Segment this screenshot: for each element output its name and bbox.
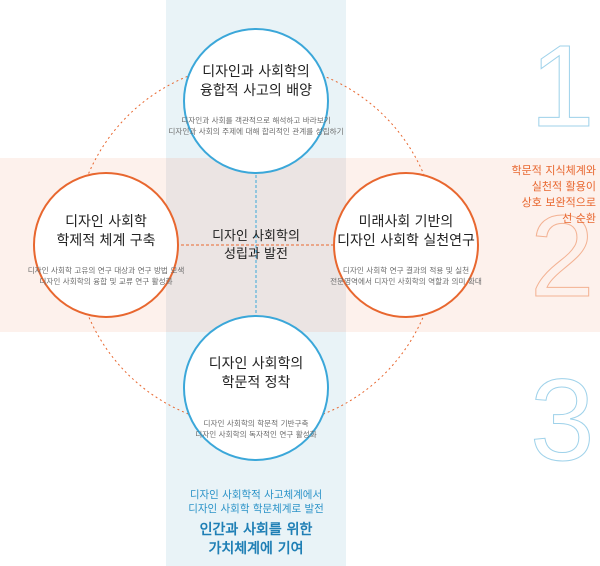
side-note-line3: 상호 보완적으로 — [521, 196, 596, 209]
circle-left — [33, 172, 179, 318]
circle-left-title-line1: 디자인 사회학 — [65, 214, 147, 230]
circle-bottom — [183, 315, 329, 461]
circle-left-title: 디자인 사회학 학제적 체계 구축 — [56, 213, 155, 251]
circle-bottom-title-line1: 디자인 사회학의 — [208, 356, 304, 372]
number-one: 1 — [530, 21, 596, 151]
bottom-main-title: 인간과 사회를 위한 가치체계에 기여 — [200, 521, 313, 559]
circle-bottom-desc-line1: 디자인 사회학의 학문적 기반구축 — [203, 419, 309, 428]
circle-bottom-title: 디자인 사회학의 학문적 정착 — [209, 355, 304, 393]
circle-top-title: 디자인과 사회학의 융합적 사고의 배양 — [200, 63, 312, 101]
bottom-subtitle: 디자인 사회학적 사고체계에서 디자인 사회학 학문체계로 발전 — [188, 488, 324, 516]
number-three: 3 — [530, 355, 596, 485]
bottom-main-title-line1: 인간과 사회를 위한 — [199, 522, 313, 538]
circle-top-title-line2: 융합적 사고의 배양 — [200, 83, 312, 99]
circle-top — [183, 28, 329, 174]
circle-left-desc-line2: 디자인 사회학의 융합 및 교류 연구 활성화 — [39, 277, 173, 286]
circle-left-title-line2: 학제적 체계 구축 — [56, 233, 156, 249]
side-note-line4: 선 순환 — [562, 212, 596, 225]
number-two: 2 — [530, 191, 596, 321]
circle-top-desc: 디자인과 사회를 객관적으로 해석하고 바라보기 디자인과 사회의 주제에 대해… — [168, 115, 343, 137]
circle-right-desc-line1: 디자인 사회학 연구 결과의 적용 및 실천 — [342, 266, 470, 275]
bottom-subtitle-line2: 디자인 사회학 학문체계로 발전 — [188, 503, 324, 515]
circle-right-title: 미래사회 기반의 디자인 사회학 실천연구 — [337, 213, 475, 251]
center-label-line2: 성립과 발전 — [224, 247, 288, 262]
bottom-subtitle-line1: 디자인 사회학적 사고체계에서 — [189, 489, 323, 501]
circle-left-desc-line1: 디자인 사회학 고유의 연구 대상과 연구 방법 모색 — [27, 266, 185, 275]
side-note: 학문적 지식체계와 실천적 활용이 상호 보완적으로 선 순환 — [512, 163, 596, 227]
center-label-line1: 디자인 사회학의 — [212, 229, 300, 244]
circle-right-title-line1: 미래사회 기반의 — [358, 214, 454, 230]
circle-right — [333, 172, 479, 318]
circle-right-desc-line2: 전문영역에서 디자인 사회학의 역할과 의미 확대 — [330, 277, 482, 286]
bottom-main-title-line2: 가치체계에 기여 — [208, 541, 304, 557]
circle-right-desc: 디자인 사회학 연구 결과의 적용 및 실천 전문영역에서 디자인 사회학의 역… — [330, 265, 482, 287]
circle-top-title-line1: 디자인과 사회학의 — [202, 64, 310, 80]
center-label: 디자인 사회학의 성립과 발전 — [212, 228, 300, 264]
circle-top-desc-line1: 디자인과 사회를 객관적으로 해석하고 바라보기 — [181, 116, 331, 125]
circle-bottom-desc-line2: 디자인 사회학의 독자적인 연구 활성화 — [195, 430, 317, 439]
circle-top-desc-line2: 디자인과 사회의 주제에 대해 합리적인 관계를 성립하기 — [168, 127, 344, 136]
circle-right-title-line2: 디자인 사회학 실천연구 — [337, 233, 475, 249]
side-note-line2: 실천적 활용이 — [531, 180, 596, 193]
circle-bottom-title-line2: 학문적 정착 — [221, 375, 291, 391]
circle-bottom-desc: 디자인 사회학의 학문적 기반구축 디자인 사회학의 독자적인 연구 활성화 — [195, 418, 316, 440]
circle-left-desc: 디자인 사회학 고유의 연구 대상과 연구 방법 모색 디자인 사회학의 융합 … — [28, 265, 185, 287]
side-note-line1: 학문적 지식체계와 — [511, 164, 596, 177]
